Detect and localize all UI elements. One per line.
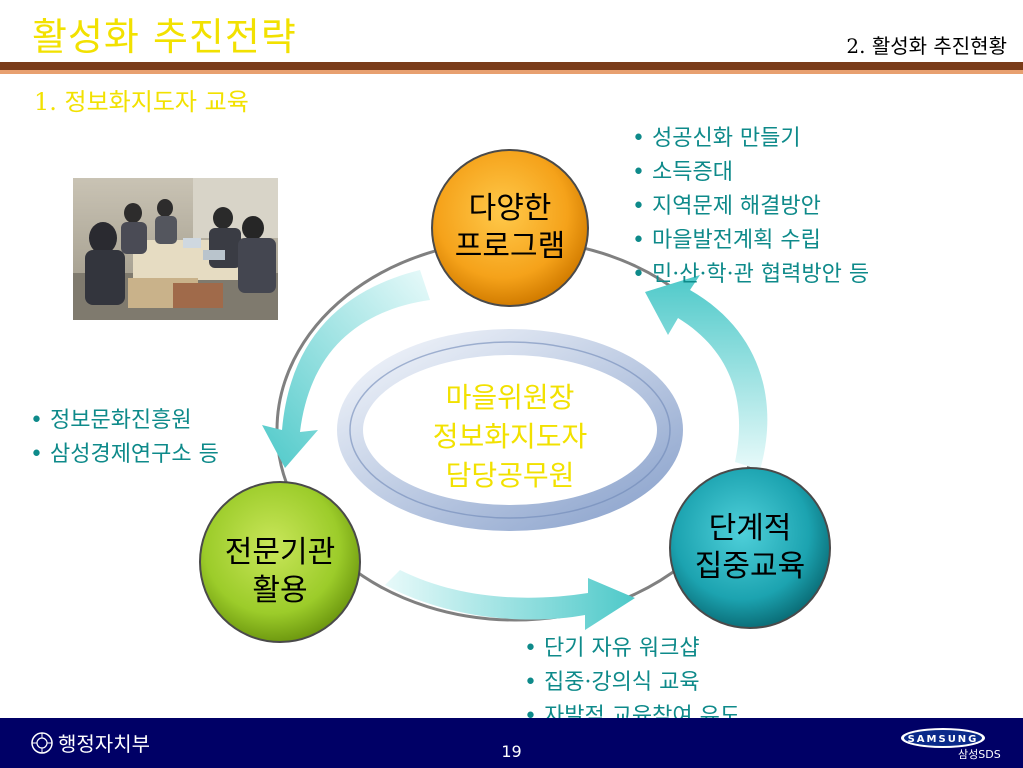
list-item: • 소득증대: [632, 160, 733, 185]
list-item: • 단기 자유 워크샵: [524, 636, 700, 661]
slide-title: 활성화 추진전략: [32, 15, 297, 59]
slide-subtitle: 1. 정보화지도자 교육: [34, 88, 249, 116]
samsung-logo: SAMSUNG: [900, 727, 986, 753]
emblem-icon: [31, 731, 53, 754]
circle-institutions: [199, 481, 361, 643]
list-item: • 정보문화진흥원: [30, 408, 192, 433]
bullet-list-education: • 단기 자유 워크샵 • 집중·강의식 교육 • 자발적 교육참여 유도: [524, 632, 740, 734]
center-hub: [376, 366, 644, 494]
circle-education-line1: 단계적: [708, 511, 792, 546]
circle-education: [669, 467, 831, 629]
arrow-left-icon: [262, 270, 430, 468]
footer-org: 행정자치부: [30, 728, 150, 757]
center-line3: 담당공무원: [445, 459, 575, 492]
circle-programs: [431, 149, 589, 307]
list-item: • 성공신화 만들기: [632, 126, 801, 151]
bullet-list-programs: • 성공신화 만들기 • 소득증대 • 지역문제 해결방안 • 마을발전계획 수…: [632, 122, 869, 292]
circle-institutions-label: 전문기관 활용: [200, 534, 360, 610]
list-item: • 집중·강의식 교육: [524, 670, 700, 695]
list-item: • 마을발전계획 수립: [632, 228, 821, 253]
header-rule: [0, 62, 1023, 70]
circle-education-label: 단계적 집중교육: [670, 510, 830, 586]
page-number: 19: [501, 742, 522, 761]
list-item: • 삼성경제연구소 등: [30, 442, 219, 467]
circle-programs-line1: 다양한: [468, 191, 552, 226]
circle-programs-line2: 프로그램: [454, 229, 566, 264]
classroom-photo: [73, 178, 278, 320]
center-line2: 정보화지도자: [432, 420, 588, 453]
center-label: 마을위원장 정보화지도자 담당공무원: [400, 378, 620, 495]
arrow-right-icon: [645, 275, 768, 470]
footer-org-name: 행정자치부: [58, 732, 150, 756]
brand-text: SAMSUNG: [908, 734, 979, 745]
list-item: • 지역문제 해결방안: [632, 194, 821, 219]
arrow-bottom-icon: [385, 570, 635, 630]
center-line1: 마을위원장: [445, 381, 575, 414]
footer-bar: [0, 718, 1023, 768]
circle-institutions-line2: 활용: [252, 573, 308, 608]
bullet-list-institutions: • 정보문화진흥원 • 삼성경제연구소 등: [30, 404, 219, 472]
circle-programs-label: 다양한 프로그램: [430, 190, 590, 266]
circle-education-line2: 집중교육: [694, 549, 806, 584]
brand-subtitle: 삼성SDS: [958, 748, 1001, 761]
section-label: 2. 활성화 추진현황: [846, 34, 1007, 58]
list-item: • 민·산·학·관 협력방안 등: [632, 262, 870, 287]
header-rule-accent: [0, 70, 1023, 74]
circle-institutions-line1: 전문기관: [224, 535, 336, 570]
